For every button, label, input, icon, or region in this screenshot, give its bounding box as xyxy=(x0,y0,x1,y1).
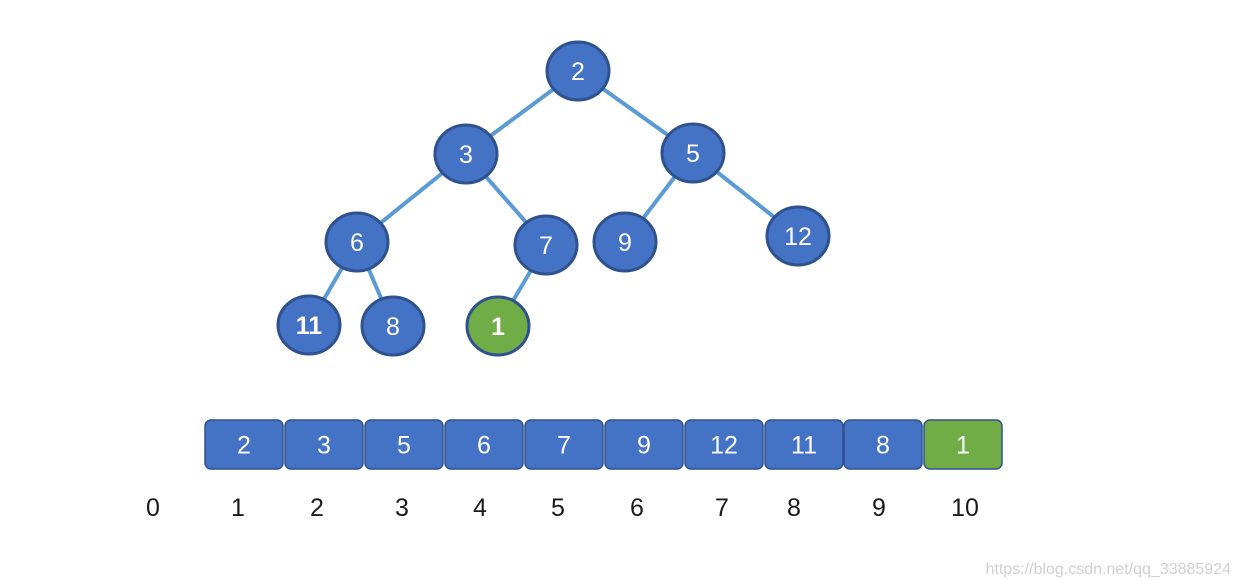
tree-node-circle xyxy=(360,295,426,357)
tree-node: 11 xyxy=(276,294,342,356)
tree-node-label: 2 xyxy=(571,58,585,86)
array-cell: 7 xyxy=(524,419,604,470)
tree-node-label: 6 xyxy=(350,229,364,257)
tree-node-label: 7 xyxy=(539,232,553,260)
array-cell-box xyxy=(204,419,284,470)
array-cell-box xyxy=(764,419,844,470)
array-cell-label: 11 xyxy=(791,432,817,460)
array-cell: 6 xyxy=(444,419,524,470)
tree-node-label: 12 xyxy=(784,223,812,251)
array-cell-label: 5 xyxy=(397,432,411,460)
tree-node: 7 xyxy=(513,214,579,276)
tree-nodes: 2 3 5 6 7 9 12 11 8 1 xyxy=(276,40,831,357)
array-index-label: 5 xyxy=(551,494,565,522)
array-cell-highlighted: 1 xyxy=(923,419,1003,470)
array-cell: 8 xyxy=(843,419,923,470)
tree-node-circle xyxy=(660,122,726,184)
tree-node: 8 xyxy=(360,295,426,357)
array-cell-box xyxy=(923,419,1003,470)
array-cell: 5 xyxy=(364,419,444,470)
array-cell-label: 9 xyxy=(637,432,651,460)
tree-node: 12 xyxy=(765,205,831,267)
tree-node-circle xyxy=(592,211,658,273)
tree-node-label: 1 xyxy=(491,313,505,341)
array-index-label: 1 xyxy=(231,494,245,522)
array-index-label: 3 xyxy=(395,494,409,522)
tree-node-label: 8 xyxy=(386,313,400,341)
tree-node-label: 9 xyxy=(618,229,632,257)
tree-node: 3 xyxy=(433,123,499,185)
tree-node: 5 xyxy=(660,122,726,184)
tree-node-circle xyxy=(276,294,342,356)
array-index-label: 4 xyxy=(473,494,487,522)
array-cell-box xyxy=(284,419,364,470)
array-cell-label: 6 xyxy=(477,432,491,460)
array-cell-box xyxy=(684,419,764,470)
array-index-label: 6 xyxy=(630,494,644,522)
array-cell-box xyxy=(524,419,604,470)
array-cell-label: 3 xyxy=(317,432,331,460)
array-cell-label: 2 xyxy=(237,432,251,460)
tree-node: 2 xyxy=(545,40,611,102)
array-cell-label: 1 xyxy=(956,432,970,460)
tree-node: 9 xyxy=(592,211,658,273)
tree-node-circle xyxy=(545,40,611,102)
tree-node-circle xyxy=(513,214,579,276)
array-index-label: 8 xyxy=(787,494,801,522)
tree-node-circle xyxy=(324,211,390,273)
array-cell-box xyxy=(364,419,444,470)
array-cell: 11 xyxy=(764,419,844,470)
tree-node-highlighted: 1 xyxy=(465,295,531,357)
array-cell: 2 xyxy=(204,419,284,470)
array-index-label: 7 xyxy=(715,494,729,522)
tree-node-label: 5 xyxy=(686,140,700,168)
array-cell-box xyxy=(444,419,524,470)
array-cell: 9 xyxy=(604,419,684,470)
array-cell: 12 xyxy=(684,419,764,470)
array-cell-label: 8 xyxy=(876,432,890,460)
array-cell-box xyxy=(604,419,684,470)
array-index-label: 9 xyxy=(872,494,886,522)
array-cell-label: 7 xyxy=(557,432,571,460)
tree-node-label: 11 xyxy=(296,312,323,340)
array-index-label: 0 xyxy=(146,494,160,522)
array-cell-box xyxy=(843,419,923,470)
array-cells: 2 3 5 6 7 9 12 11 8 1 xyxy=(204,419,1003,470)
tree-node-circle xyxy=(465,295,531,357)
array-index-label: 2 xyxy=(310,494,324,522)
tree-edges xyxy=(307,69,800,328)
array-cell: 3 xyxy=(284,419,364,470)
array-cell-label: 12 xyxy=(710,432,738,460)
tree-node: 6 xyxy=(324,211,390,273)
tree-node-circle xyxy=(433,123,499,185)
tree-node-circle xyxy=(765,205,831,267)
tree-node-label: 3 xyxy=(459,141,473,169)
watermark: https://blog.csdn.net/qq_33885924 xyxy=(985,561,1231,578)
array-index-label: 10 xyxy=(951,494,979,522)
